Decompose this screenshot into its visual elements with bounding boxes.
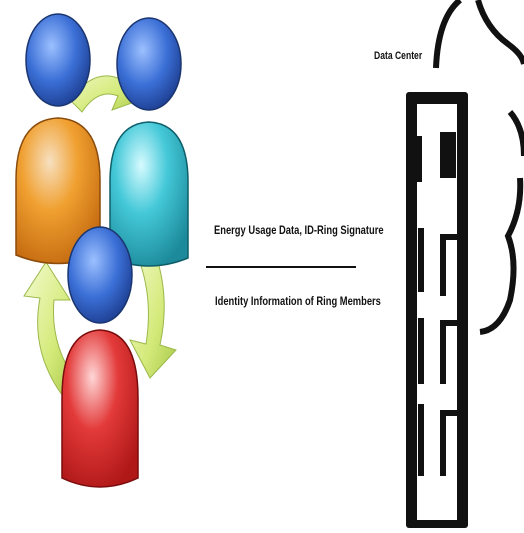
server-rack-icon (406, 92, 468, 528)
energy-data-label: Energy Usage Data, ID-Ring Signature (214, 223, 384, 237)
ring-member-orange (16, 14, 100, 264)
ring-member-red (62, 227, 138, 487)
data-center-label: Data Center (374, 50, 422, 62)
ring-member-cyan (110, 18, 188, 266)
identity-info-label: Identity Information of Ring Members (215, 294, 381, 308)
